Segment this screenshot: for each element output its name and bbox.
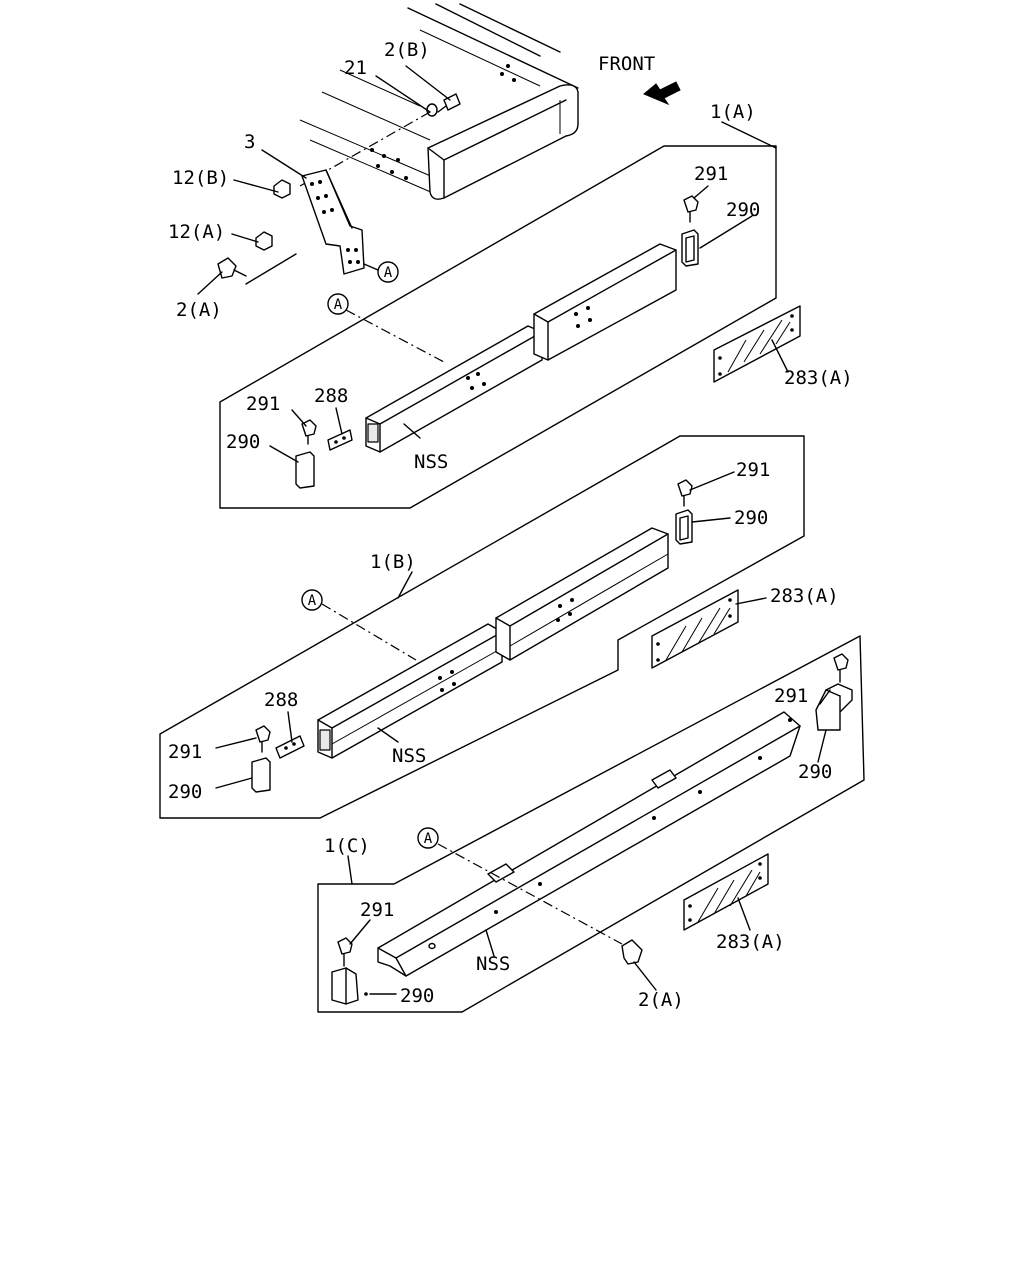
spacer-288-a [327,429,353,451]
spacer-288-b [275,735,305,759]
bracket-290-c-right [815,683,853,731]
bolt-2a-bottom [621,939,643,965]
label-283a-a: 283(A) [784,367,853,389]
group-1c-outline [317,635,865,1013]
label-288-b: 288 [264,689,298,711]
label-291-c-left: 291 [360,899,394,921]
bracket-3 [301,169,365,275]
cap-290-a-left [295,451,315,489]
group-1b-outline [159,435,805,819]
front-label: FRONT [598,53,655,75]
nut-12b [273,179,291,199]
label-2a-top: 2(A) [176,299,222,321]
label-290-b-left: 290 [168,781,202,803]
label-290-b-right: 290 [734,507,768,529]
label-291-b-left: 291 [168,741,202,763]
label-1b: 1(B) [370,551,416,573]
label-283a-b: 283(A) [770,585,839,607]
circled-letter-icon: A [384,265,393,281]
label-290-a-left: 290 [226,431,260,453]
bolt-291-c-right [833,653,849,683]
bolt-2a-top [217,257,247,279]
label-nss-c: NSS [476,953,510,975]
label-290-a-right: 290 [726,199,760,221]
label-2a-bottom: 2(A) [638,989,684,1011]
label-291-b-right: 291 [736,459,770,481]
plate-283a-c [683,853,769,931]
frame-rail-end [299,3,579,200]
callout-a-1a: A [327,293,349,315]
cap-290-a-right [681,229,699,267]
front-arrow-icon [643,81,681,106]
label-291-a-left: 291 [246,393,280,415]
bolt-291-a-right [683,195,699,223]
leader-lines [197,65,831,995]
nut-12a [255,231,273,251]
label-1a: 1(A) [710,101,756,123]
label-290-c-right: 290 [798,761,832,783]
bracket-290-c-left [331,967,368,1005]
label-2b: 2(B) [384,39,430,61]
circled-letter-icon: A [424,831,433,847]
rail-1c [377,711,801,977]
cap-290-b-left [251,757,271,793]
label-291-a-right: 291 [694,163,728,185]
label-288-a: 288 [314,385,348,407]
label-12a: 12(A) [168,221,225,243]
bolt-291-a-left [301,419,317,445]
label-21: 21 [344,57,367,79]
bolt-2b [437,93,461,113]
group-1a-outline [219,145,777,509]
rail-1a [365,243,677,453]
rail-1b [317,527,669,759]
label-283a-c: 283(A) [716,931,785,953]
circled-letter-icon: A [308,593,317,609]
callout-a-bracket: A [377,261,399,283]
callout-a-1c: A [417,827,439,849]
bolt-291-c-left [337,937,353,967]
circled-letter-icon: A [334,297,343,313]
label-1c: 1(C) [324,835,370,857]
plate-283a-a [713,305,801,383]
plate-283a-b [651,589,739,669]
cap-290-b-right [675,509,693,545]
label-12b: 12(B) [172,167,229,189]
label-nss-a: NSS [414,451,448,473]
label-290-c-left: 290 [400,985,434,1007]
label-3: 3 [244,131,255,153]
washer-21 [426,103,438,117]
callout-a-1b: A [301,589,323,611]
bolt-291-b-right [677,479,693,507]
label-291-c-right: 291 [774,685,808,707]
label-nss-b: NSS [392,745,426,767]
bolt-291-b-left [255,725,271,753]
